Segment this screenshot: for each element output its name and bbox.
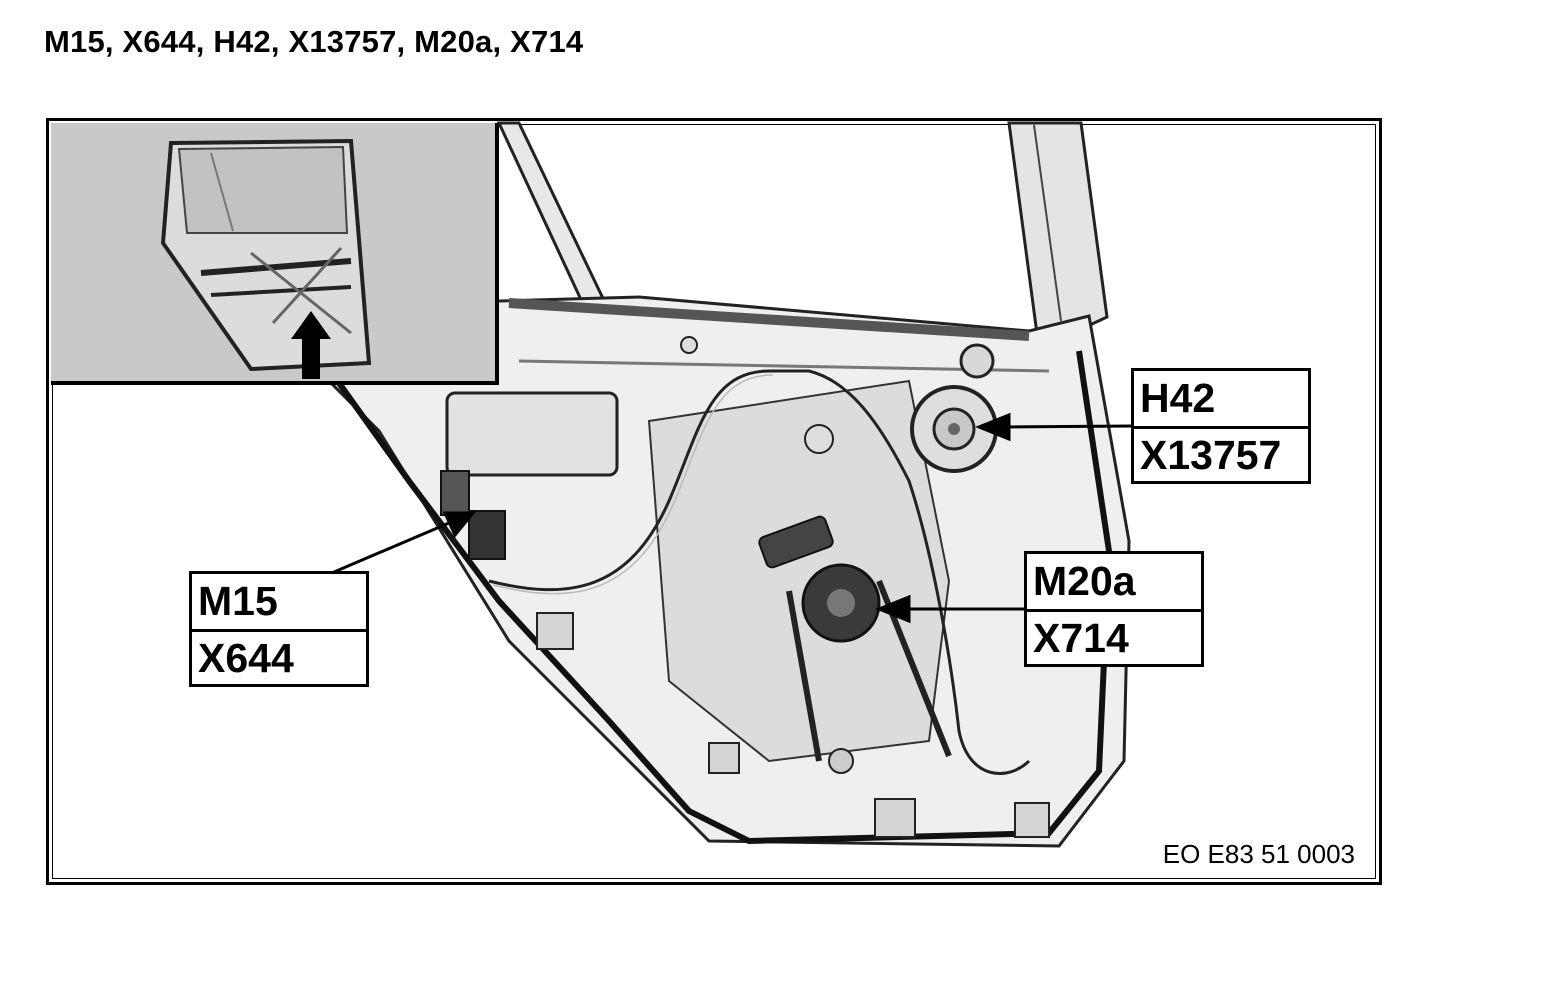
wiring-harness — [488, 369, 1031, 775]
rear-window-post — [1007, 121, 1109, 352]
diagram-figure: H42 X13757 M15 X644 M20a X714 EO E83 51 … — [46, 118, 1382, 885]
callout-m15-connector: X644 — [192, 629, 366, 684]
page-title: M15, X644, H42, X13757, M20a, X714 — [44, 24, 584, 59]
door-lock-unit — [468, 510, 506, 560]
up-arrow-icon — [291, 311, 331, 379]
armrest-bracket — [445, 391, 619, 477]
callout-m20a-connector: X714 — [1027, 609, 1201, 664]
inset-view — [51, 123, 499, 385]
upper-rail — [508, 298, 1030, 341]
callout-m15: M15 X644 — [189, 571, 369, 687]
callout-m20a: M20a X714 — [1024, 551, 1204, 667]
figure-frame — [52, 124, 1376, 879]
door-illustration — [316, 121, 1132, 848]
callout-h42-component: H42 — [1140, 375, 1216, 421]
regulator-rail-a — [786, 590, 822, 762]
callout-arrow-m20a — [874, 594, 1024, 624]
callout-h42-connector: X13757 — [1134, 426, 1308, 481]
inset-door-illustration — [160, 138, 372, 372]
callout-arrow-m15 — [333, 511, 477, 574]
figure-code: EO E83 51 0003 — [1162, 839, 1355, 869]
callout-m15-component: M15 — [198, 578, 278, 624]
window-motor-body — [758, 515, 834, 569]
front-window-post — [496, 121, 612, 319]
callout-h42: H42 X13757 — [1131, 368, 1311, 484]
callout-m20a-component: M20a — [1033, 558, 1136, 604]
callout-arrow-h42 — [974, 412, 1132, 442]
